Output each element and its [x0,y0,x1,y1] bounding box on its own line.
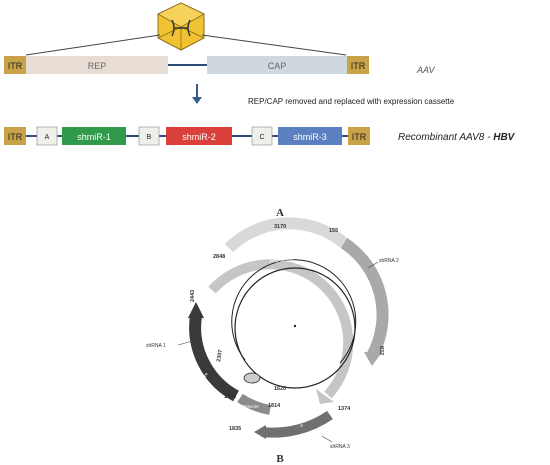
pos-155: 155 [329,228,338,234]
shmir-2-label: shmiR-2 [182,132,216,142]
itr-right-cassette [348,127,370,145]
shrna1-label: shRNA 1 [146,343,166,349]
rep-box [26,56,168,74]
aav-capsid-icon [157,2,205,51]
polymerase-arrow-head [316,389,334,404]
spacer-c-label: C [259,134,264,141]
shmir-3-box [278,127,342,145]
x-arrow-head [254,425,266,439]
core-label: Core [200,371,209,382]
dr-element [243,372,261,384]
pos-1835: 1835 [229,426,241,432]
shmir-1-box [62,127,126,145]
polymerase-arc [208,259,354,399]
itr-left-cassette [4,127,26,145]
shrna1-leader [177,339,197,346]
hbv-genome-map [188,217,389,439]
s-arc [340,237,389,359]
replacement-note: REP/CAP removed and replaced with expres… [248,97,455,106]
aav-label: AAV [416,65,436,75]
pres-arc [224,217,348,253]
shmir-3-label: shmiR-3 [293,132,327,142]
s-arrow-head [364,352,382,366]
itr-right-cassette-label: ITR [352,132,367,142]
recombinant-label-hbv: HBV [493,132,515,143]
capsid-right-line [201,34,347,56]
pos-1374: 1374 [338,406,351,412]
pos-1814: 1814 [268,403,281,409]
genome-minus-strand [231,259,357,364]
recombinant-label-prefix: Recombinant AAV8 - [398,132,493,143]
panel-a-label: A [276,207,284,219]
core-arc [189,315,240,402]
spacer-b-label: B [147,134,152,141]
spacer-c [251,126,273,146]
s-label: S [355,271,358,276]
precore-label: Precore [243,404,259,409]
pos-1620: 1620 [274,386,286,392]
recombinant-label: Recombinant AAV8 - HBV [398,132,516,143]
spacer-a [36,126,58,146]
polymerase-label: polymerase [270,258,294,263]
pos-1901: 1901 [224,394,236,400]
center-dot [293,324,297,328]
x-label: X [300,423,303,428]
shmir-2-box [166,127,232,145]
itr-right-top [347,56,369,74]
down-arrow-icon [192,84,202,104]
pos-2307: 2307 [216,349,224,362]
capsid-left-line [25,34,161,56]
pos-832: 832 [378,346,384,355]
shrna3-label: shRNA 3 [330,444,350,450]
panel-b-label: B [276,453,284,465]
spacer-b [138,126,160,146]
pos-2848: 2848 [213,254,225,260]
shmir-1-label: shmiR-1 [77,132,111,142]
spacer-a-label: A [45,134,50,141]
itr-left-top-label: ITR [8,61,23,71]
rep-label: REP [88,61,107,71]
shrna3-leader [321,435,333,443]
pos-3170: 3170 [274,224,286,230]
shrna2-leader [367,261,379,269]
shrna2-label: shRNA 2 [379,258,399,264]
cap-label: CAP [268,61,287,71]
itr-left-cassette-label: ITR [8,132,23,142]
x-arc [261,410,333,438]
pres1-label: preS1 [245,245,258,250]
core-arrow-head [188,302,204,318]
precore-arc [237,393,272,415]
genome-inner-circle [234,267,356,389]
pres2-label: preS2 [290,238,303,243]
itr-left-top [4,56,26,74]
itr-right-top-label: ITR [351,61,366,71]
pos-2443: 2443 [190,290,196,302]
cap-box [207,56,347,74]
